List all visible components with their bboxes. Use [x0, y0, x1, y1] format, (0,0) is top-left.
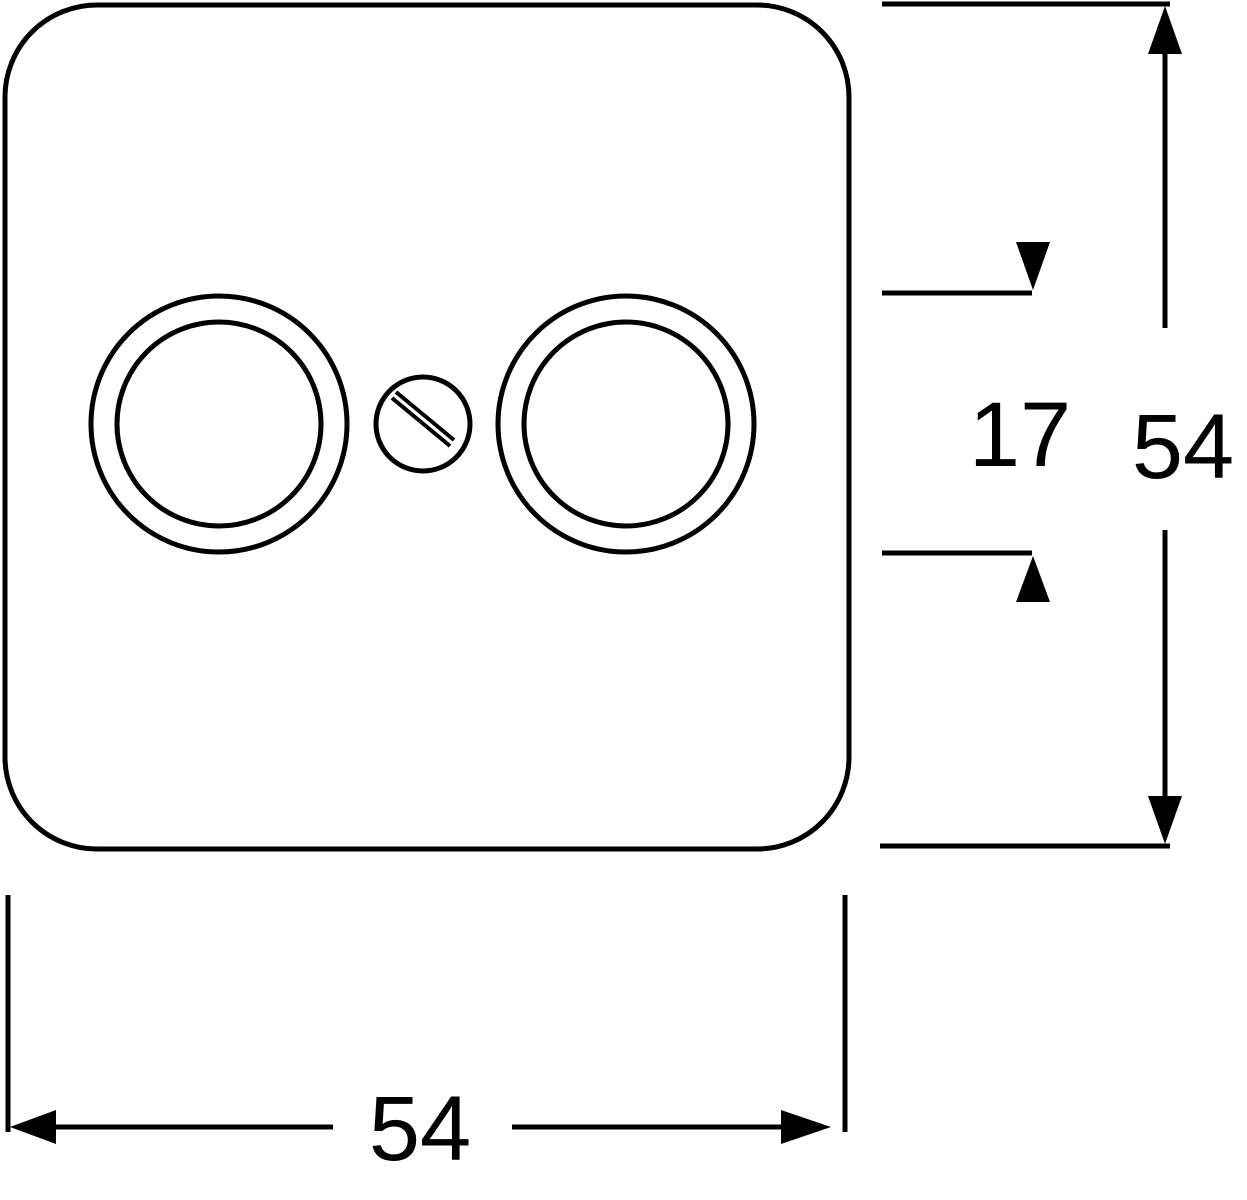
socket-left: [88, 293, 350, 555]
screw-slot-line-a: [390, 396, 452, 448]
cover-plate-outline: [2, 2, 852, 852]
socket-right-outer-ring: [495, 293, 757, 555]
socket-right: [495, 293, 757, 555]
screw-head: [373, 374, 473, 474]
socket-left-outer-ring: [88, 293, 350, 555]
spacing-dimension-label: 17: [969, 384, 1071, 486]
socket-spacing-dimension: 17: [882, 242, 1071, 602]
width-dimension: 54: [5, 895, 848, 1180]
height-dimension: 54: [880, 1, 1234, 849]
screw-slot-line-b: [394, 390, 456, 442]
socket-right-inner-ring: [521, 319, 731, 529]
height-arrow-bottom: [1148, 796, 1182, 844]
width-dimension-label: 54: [369, 1078, 471, 1180]
height-dimension-label: 54: [1132, 396, 1234, 498]
width-arrow-left: [10, 1110, 56, 1144]
center-screw: [373, 374, 473, 474]
spacing-arrow-bottom: [1016, 556, 1050, 602]
width-arrow-right: [781, 1110, 831, 1144]
height-arrow-top: [1148, 6, 1182, 54]
socket-left-inner-ring: [114, 319, 324, 529]
spacing-arrow-top: [1016, 242, 1050, 290]
